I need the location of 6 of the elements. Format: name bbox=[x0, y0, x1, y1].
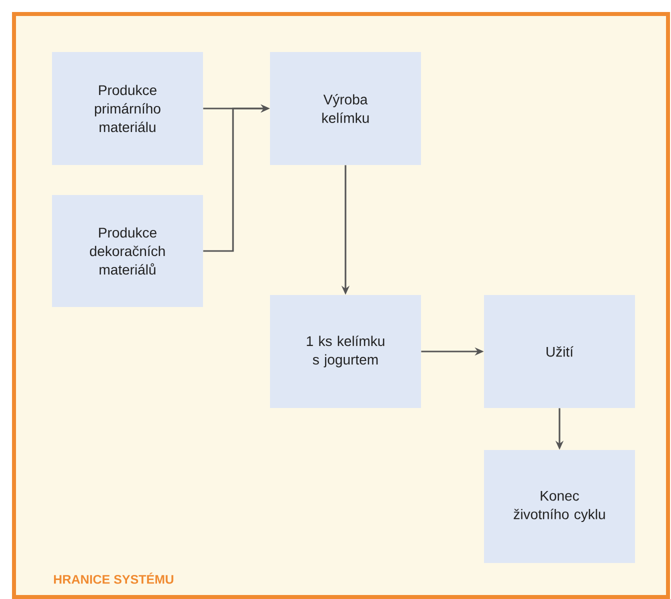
process-box: Produkce primárního materiálu bbox=[52, 52, 203, 165]
process-box: Konec životního cyklu bbox=[484, 450, 635, 563]
process-box: Výroba kelímku bbox=[270, 52, 421, 165]
process-box: Užití bbox=[484, 295, 635, 408]
process-box: Produkce dekoračních materiálů bbox=[52, 195, 203, 307]
process-box: 1 ks kelímku s jogurtem bbox=[270, 295, 421, 408]
